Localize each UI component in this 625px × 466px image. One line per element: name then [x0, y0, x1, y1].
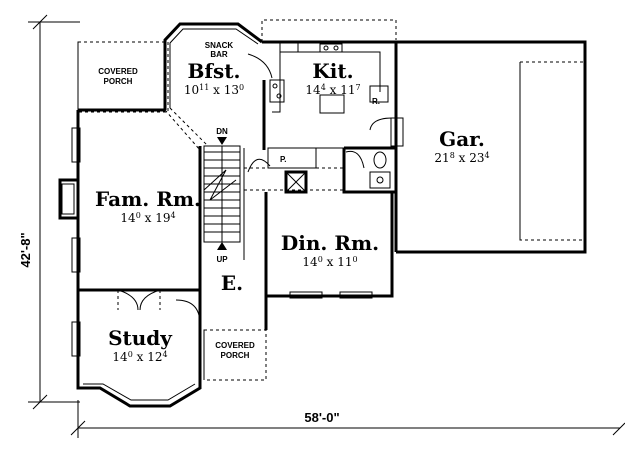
kitchen-dimensions: 144 x 117 — [305, 83, 360, 98]
snack-bar-label-line1: SNACK — [205, 41, 234, 50]
study-dimensions: 140 x 124 — [112, 350, 167, 365]
stair-down-label: DN — [216, 127, 228, 136]
depth-dimension-label: 42'-8" — [18, 232, 33, 267]
garage-dimensions: 218 x 234 — [434, 151, 489, 166]
porch-label-line1: COVERED — [98, 67, 138, 76]
family-room-label: Fam. Rm. — [95, 187, 201, 211]
dining-room-label: Din. Rm. — [281, 231, 379, 255]
study — [71, 289, 202, 408]
range — [269, 79, 285, 103]
toilet — [373, 151, 387, 169]
garage — [369, 40, 587, 254]
dining-room-dimensions: 140 x 110 — [302, 255, 357, 270]
porch-label-line2: PORCH — [104, 77, 133, 86]
refrigerator-space — [369, 85, 389, 103]
pantry-label: P. — [280, 155, 287, 164]
entry-label: E. — [221, 271, 243, 295]
chase — [284, 170, 308, 194]
garage-door-step — [390, 117, 404, 147]
width-dimension: 58'-0" — [70, 400, 625, 438]
snack-bar-label-line2: BAR — [210, 50, 228, 59]
pantry — [267, 147, 317, 169]
kitchen-island — [319, 94, 345, 114]
family-room-dimensions: 140 x 194 — [120, 211, 175, 226]
width-dimension-label: 58'-0" — [304, 410, 339, 425]
kitchen-label: Kit. — [312, 59, 353, 83]
study-label: Study — [108, 326, 173, 350]
fireplace — [58, 178, 80, 220]
staircase: DN UP — [198, 127, 245, 290]
depth-dimension: 42'-8" — [18, 14, 80, 410]
powder-sink — [369, 171, 391, 189]
breakfast-bay — [163, 22, 263, 110]
sink — [319, 43, 343, 53]
porch-front-label-line1: COVERED — [215, 341, 255, 350]
kitchen — [247, 40, 398, 134]
garage-door-outline — [519, 61, 586, 241]
garage-label: Gar. — [439, 127, 485, 151]
refrigerator-label: R. — [372, 97, 380, 106]
bfst-dimensions: 1011 x 130 — [184, 83, 244, 98]
covered-porch-rear: COVERED PORCH — [77, 41, 169, 113]
entry — [175, 260, 268, 330]
stair-up-label: UP — [216, 255, 228, 264]
roof-outline — [261, 19, 397, 42]
covered-porch-front: COVERED PORCH — [203, 329, 267, 381]
up-arrow-icon — [217, 242, 227, 250]
down-arrow-icon — [217, 137, 227, 145]
porch-front-label-line2: PORCH — [221, 351, 250, 360]
bfst-label: Bfst. — [188, 59, 241, 83]
